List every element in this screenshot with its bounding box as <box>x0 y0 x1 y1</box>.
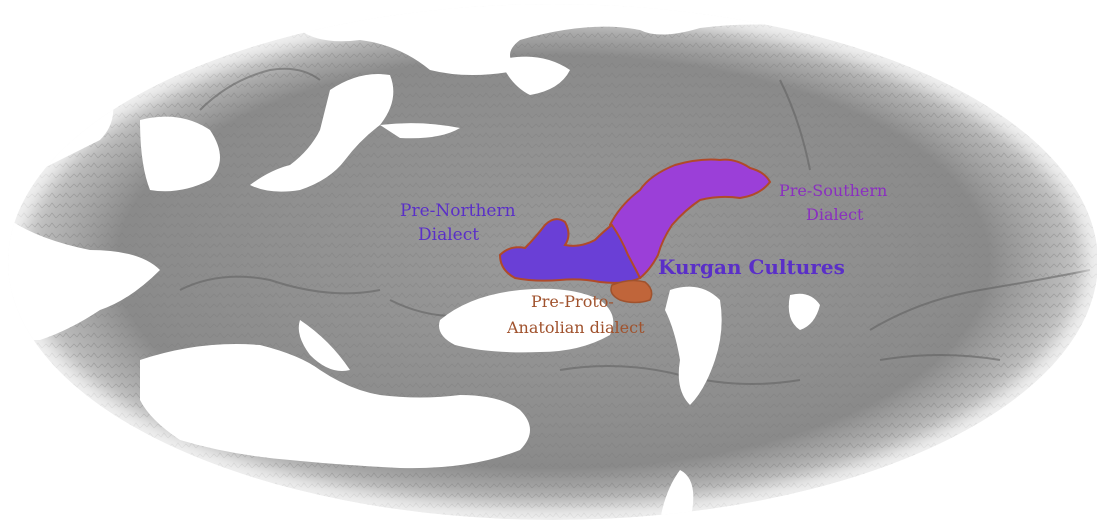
pre-northern-label-line2: Dialect <box>418 225 479 245</box>
adriatic-sea <box>298 320 350 371</box>
pre-southern-label-line2: Dialect <box>806 205 864 224</box>
aral-sea <box>788 293 820 330</box>
anatolian-region <box>610 279 653 304</box>
pre-northern-label-line1: Pre-Northern <box>400 201 516 221</box>
black-sea <box>439 288 614 353</box>
pre-southern-label-line1: Pre-Southern <box>779 181 887 200</box>
pre-northern-region <box>498 218 642 284</box>
caspian-sea <box>665 286 722 405</box>
baltic-sea <box>250 74 394 192</box>
mountain-ridges <box>179 67 1091 385</box>
north-sea <box>140 116 220 192</box>
gulf-of-finland <box>380 123 460 139</box>
anatolian-label-line1: Pre-Proto- <box>531 292 614 311</box>
white-sea <box>500 56 570 95</box>
kurgan-cultures-label: Kurgan Cultures <box>658 255 845 279</box>
anatolian-label-line2: Anatolian dialect <box>506 318 645 337</box>
mediterranean-sea <box>140 344 530 469</box>
